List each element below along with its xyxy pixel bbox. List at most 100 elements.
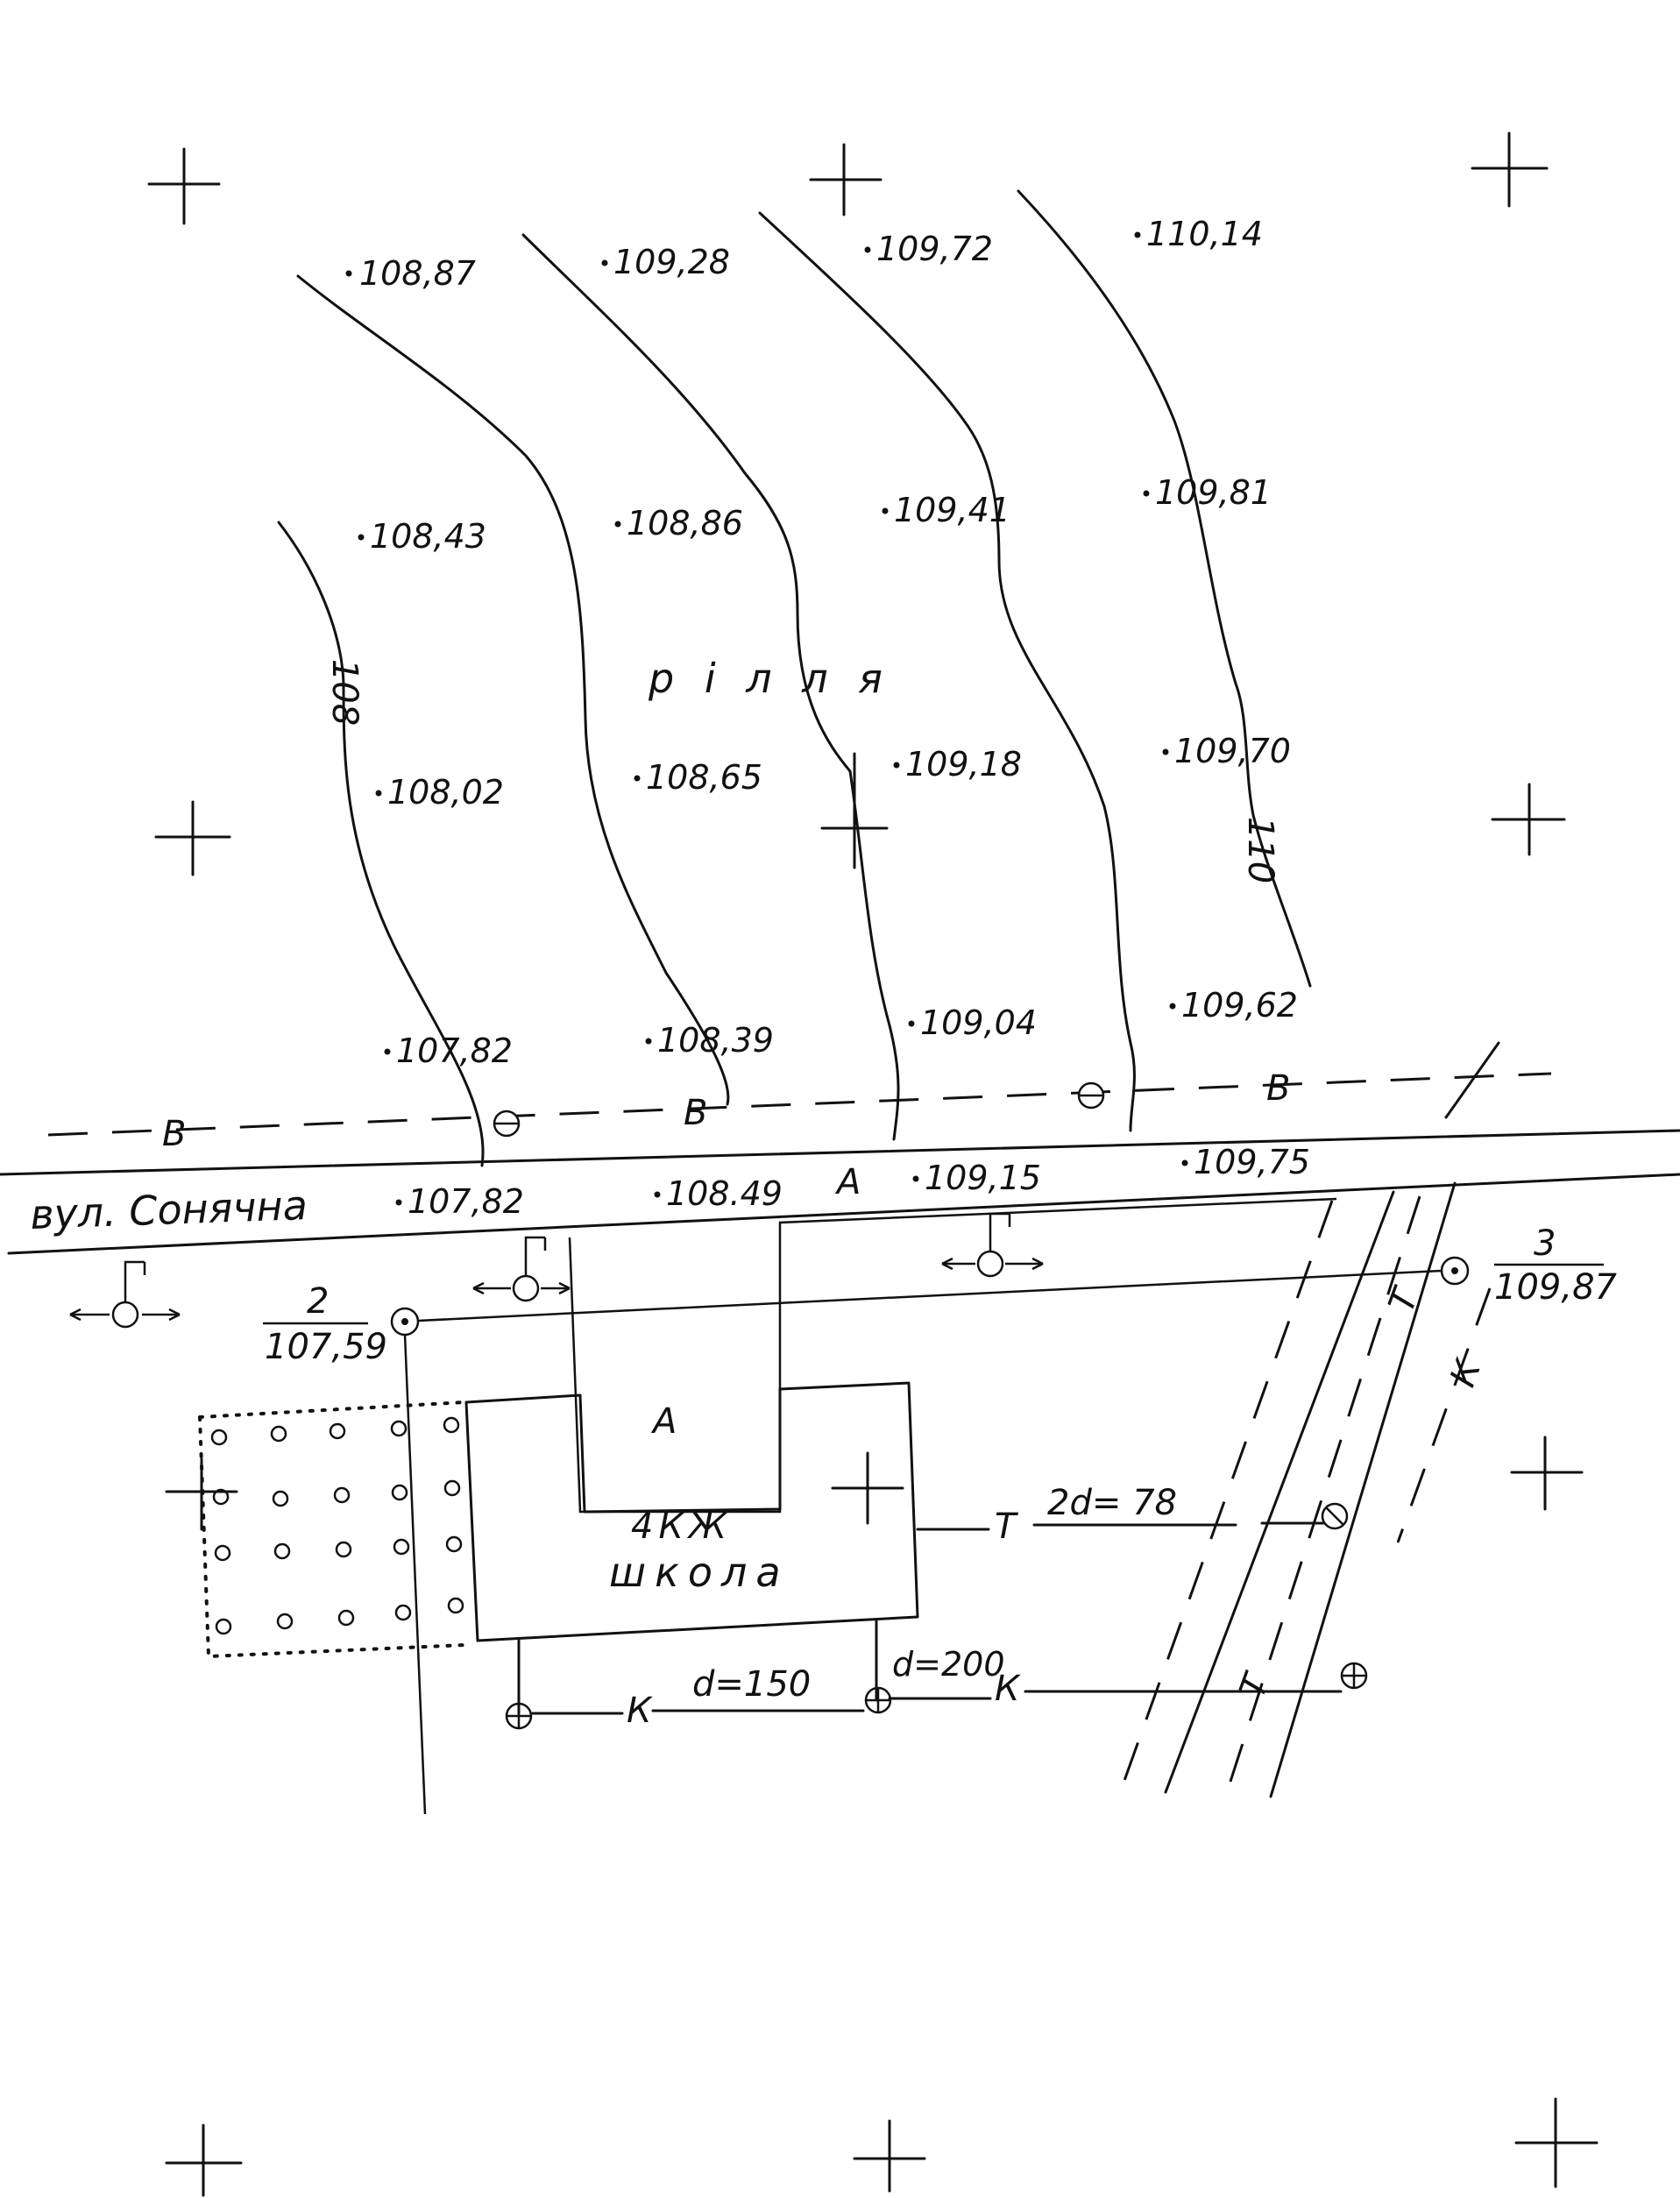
survey-point-elevation: 109,87 [1494, 1267, 1618, 1308]
sewer-code: К [627, 1691, 653, 1731]
spot-height: 110,14 [1134, 215, 1263, 253]
contour-labels: 108 110 [324, 659, 1280, 883]
hydrant-icon [941, 1212, 1044, 1278]
spot-height-value: 109,70 [1174, 732, 1291, 770]
spot-height-value: 108,43 [370, 517, 486, 556]
spot-height-value: 109,28 [613, 243, 730, 281]
sewer-manhole-icon [1340, 1662, 1368, 1690]
survey-point-number: 3 [1534, 1223, 1556, 1264]
street: вул. Сонячна А [0, 1129, 1680, 1255]
contour-label: 108 [324, 659, 365, 726]
building-name: школа [609, 1549, 790, 1596]
school-plot-outline [568, 1197, 1337, 1514]
boundary-line [403, 1334, 427, 1815]
spot-height-value: 108.49 [666, 1174, 783, 1213]
spot-height-value: 109,18 [905, 745, 1022, 783]
water-code: В [162, 1114, 186, 1154]
corridor-line [1225, 1195, 1421, 1793]
building-zone-label: А [650, 1401, 677, 1442]
water-main: В В В [47, 1041, 1552, 1154]
survey-point-2: 2 107,59 [263, 1281, 420, 1367]
spot-height: 108.49 [654, 1174, 783, 1213]
contour-line [277, 521, 485, 1167]
spot-height: 109,62 [1169, 986, 1298, 1025]
spot-height-value: 109,81 [1155, 473, 1272, 512]
school-outline [464, 1381, 919, 1642]
street-zone-label: А [834, 1162, 861, 1202]
spot-height: 109,28 [601, 243, 730, 281]
sewer-code: К [995, 1669, 1021, 1709]
contour-line [296, 274, 730, 1106]
field-label: р і л л я [648, 655, 891, 702]
street-hydrants [69, 1212, 1044, 1329]
building-floors-label: 4КЖ [631, 1507, 732, 1547]
sewer-pipe-label: d=200 [892, 1645, 1005, 1684]
contour-label: 110 [1240, 817, 1280, 883]
orchard [198, 1400, 466, 1659]
spot-height: 109,70 [1162, 732, 1291, 770]
grid-cross [1491, 783, 1566, 856]
sewer-manhole-icon [505, 1702, 533, 1730]
spot-height-value: 109,15 [925, 1159, 1041, 1197]
spot-height: 108,86 [614, 504, 743, 542]
street-label: вул. Сонячна [29, 1181, 308, 1238]
water-code: В [684, 1093, 707, 1133]
water-code: В [1266, 1068, 1290, 1109]
spot-height: 109,41 [882, 491, 1010, 529]
spot-height: 108,87 [345, 254, 476, 293]
spot-height: 107,82 [384, 1032, 513, 1070]
spot-height: 109,18 [893, 745, 1022, 783]
grid-cross [1471, 131, 1549, 208]
grid-cross [165, 2124, 243, 2197]
spot-height-value: 109,62 [1181, 986, 1298, 1025]
heating-chamber-icon [1321, 1502, 1349, 1530]
sewer-pipe: К К d=150 d=200 [505, 1620, 1368, 1731]
grid-cross [147, 147, 221, 225]
spot-height-value: 108,39 [657, 1021, 774, 1060]
spot-height: 109,75 [1181, 1143, 1310, 1181]
spot-height: 109,04 [908, 1003, 1037, 1042]
corridor-line [1120, 1200, 1334, 1789]
water-main-line [47, 1072, 1552, 1137]
corridor-line [1396, 1287, 1492, 1543]
street-edge [7, 1173, 1680, 1255]
spot-height: 108,39 [645, 1021, 774, 1060]
spot-height: 108,65 [634, 758, 762, 797]
contour-line [521, 233, 900, 1141]
spot-height-value: 109,75 [1194, 1143, 1310, 1181]
spot-height-value: 108,02 [387, 773, 504, 812]
heating-code: Т [1381, 1280, 1428, 1317]
grid-cross [809, 143, 883, 216]
heating-code: Т [995, 1507, 1019, 1547]
spot-height-value: 108,65 [646, 758, 762, 797]
spot-height-value: 109,04 [920, 1003, 1037, 1042]
street-edge [0, 1129, 1680, 1176]
spot-height: 109,15 [912, 1159, 1041, 1197]
grid-cross [831, 1451, 904, 1525]
spot-height-value: 109,72 [876, 230, 993, 268]
heating-code: Т [1232, 1666, 1279, 1703]
school-building: А 4КЖ школа [464, 1197, 1337, 1642]
sewer-pipe-label: d=150 [692, 1664, 811, 1705]
hydrant-icon [472, 1236, 571, 1302]
heating-pipe: Т 2d= 78 [916, 1483, 1349, 1547]
contour-line [1017, 189, 1312, 988]
survey-point-3: 3 109,87 [1440, 1223, 1618, 1308]
spot-height-value: 108,87 [359, 254, 476, 293]
spot-height-value: 107,82 [396, 1032, 513, 1070]
heating-pipe-label: 2d= 78 [1047, 1483, 1177, 1523]
sewer-code: К [1443, 1353, 1489, 1392]
survey-point-number: 2 [307, 1281, 329, 1322]
sewer-manhole-icon [864, 1686, 892, 1714]
contour-line [758, 211, 1136, 1132]
spot-height-value: 107,82 [408, 1182, 524, 1221]
grid-cross [1514, 2097, 1598, 2188]
hydrant-icon [69, 1260, 181, 1329]
spot-height: 108,43 [358, 517, 486, 556]
spot-height-value: 109,41 [894, 491, 1010, 529]
spot-height: 109,81 [1143, 473, 1272, 512]
orchard-outline [198, 1400, 466, 1659]
spot-height: 107,82 [395, 1182, 524, 1221]
spot-height-value: 108,86 [627, 504, 743, 542]
